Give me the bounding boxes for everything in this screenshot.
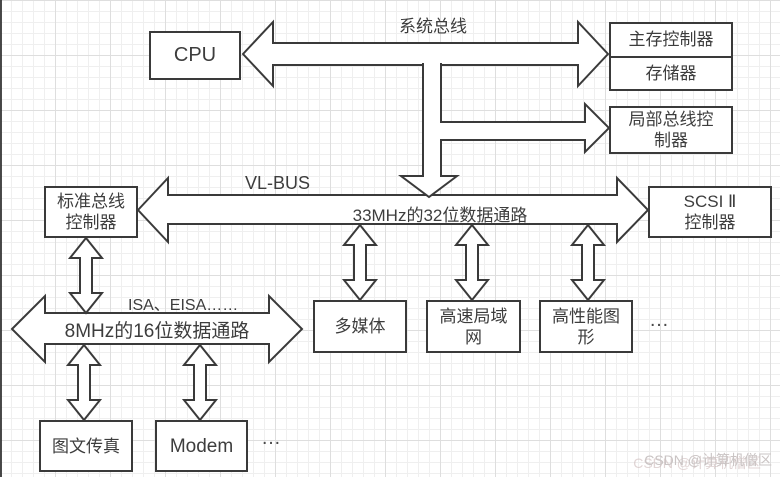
high-perf-graphics-box: 高性能图 形 — [539, 300, 633, 353]
data-path-16-label: 8MHz的16位数据通路 — [64, 321, 250, 342]
multimedia-label: 多媒体 — [334, 317, 386, 336]
vl-bus-label: VL-BUS — [245, 173, 311, 193]
csdn-watermark: CSDN @计算机僧区 — [644, 452, 772, 468]
lan-link-arrow — [453, 223, 491, 302]
cpu-label: CPU — [173, 44, 217, 66]
system-bus-arrow — [241, 19, 610, 89]
fax-link-arrow — [65, 343, 103, 422]
scsi2-controller-line2: 控制器 — [684, 213, 736, 232]
graphics-link-arrow — [569, 223, 607, 302]
multimedia-box: 多媒体 — [313, 300, 407, 353]
high-perf-graphics-line2: 形 — [577, 327, 595, 347]
data-path-32-label: 33MHz的32位数据通路 — [352, 206, 528, 225]
ellipsis-after-modem: … — [261, 427, 282, 449]
local-bus-controller-line2: 制器 — [654, 131, 688, 150]
standard-bus-controller-line1: 标准总线 — [57, 192, 125, 211]
screen-left-edge — [0, 0, 2, 477]
cpu-box: CPU — [149, 31, 241, 80]
modem-box: Modem — [155, 420, 248, 472]
memory-label: 存储器 — [645, 63, 697, 83]
modem-label: Modem — [169, 435, 234, 457]
fax-label: 图文传真 — [52, 436, 120, 456]
isa-bus-arrow — [10, 293, 304, 365]
multimedia-link-arrow — [341, 223, 379, 302]
memory-box: 主存控制器 存储器 — [609, 22, 733, 91]
high-perf-graphics-line1: 高性能图 — [552, 306, 620, 326]
scsi2-controller-box: SCSI Ⅱ 控制器 — [648, 186, 772, 238]
modem-link-arrow — [181, 343, 219, 422]
scsi2-controller-line1: SCSI Ⅱ — [683, 192, 737, 211]
standard-bus-controller-box: 标准总线 控制器 — [44, 186, 138, 238]
isa-eisa-label: ISA、EISA…… — [128, 297, 239, 314]
high-speed-lan-box: 高速局域 网 — [426, 300, 521, 353]
system-bus-label: 系统总线 — [399, 17, 467, 36]
system-bus-trunk-arrow — [398, 63, 611, 199]
fax-box: 图文传真 — [39, 420, 133, 472]
local-bus-controller-box: 局部总线控 制器 — [609, 106, 733, 154]
high-speed-lan-line2: 网 — [465, 327, 482, 347]
ellipsis-after-graphics: … — [649, 309, 670, 331]
local-bus-controller-line1: 局部总线控 — [628, 110, 714, 129]
main-memory-controller-label: 主存控制器 — [611, 24, 731, 58]
std-bus-link-arrow — [67, 236, 105, 315]
standard-bus-controller-line2: 控制器 — [65, 213, 117, 232]
high-speed-lan-line1: 高速局域 — [439, 306, 508, 326]
